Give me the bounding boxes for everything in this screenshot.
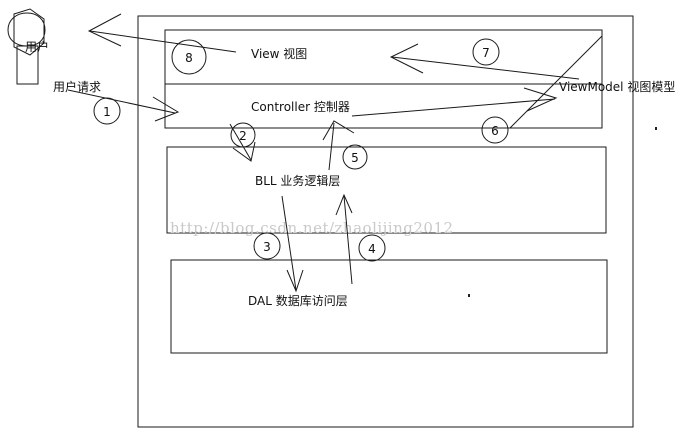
controller-label: Controller 控制器 [251,100,350,114]
step-6-number: 6 [491,124,499,138]
bll-box [166,146,607,234]
step-3-number: 3 [263,240,271,254]
outer-frame [137,15,634,428]
bll-label: BLL 业务逻辑层 [255,173,340,188]
view-controller-box [164,29,603,129]
user-request-label: 用户请求 [53,79,101,94]
step-5-marker: 5 [342,144,368,170]
dot-dal [468,294,470,297]
step-5-number: 5 [351,151,359,165]
arrow-step-3 [281,195,304,293]
arrow-step-7 [389,43,580,80]
step-7-marker: 7 [472,38,500,66]
watermark: http://blog.csdn.net/zhaolijing2012 [170,219,454,237]
arrow-step-1 [67,89,180,122]
step-2-number: 2 [239,129,247,143]
arrow-step-2 [229,123,256,162]
user-label: 用户 [25,39,49,54]
arrow-step-5 [322,120,355,171]
step-1-marker: 1 [93,97,121,125]
view-label: View 视图 [251,46,307,61]
step-3-marker: 3 [253,232,281,260]
viewmodel-label: ViewModel 视图模型 [559,79,675,94]
dot-right [655,127,657,130]
arrow-step-6 [351,87,558,117]
step-7-number: 7 [482,46,490,60]
arrow-step-4 [335,193,353,285]
user-figure-icon [7,8,46,85]
step-8-number: 8 [185,51,193,65]
step-6-marker: 6 [481,116,509,144]
step-2-marker: 2 [230,122,256,148]
dal-box [170,259,608,354]
step-1-number: 1 [103,105,111,119]
step-8-marker: 8 [171,39,207,75]
viewmodel-diagonal-line [509,35,603,129]
dal-label: DAL 数据库访问层 [248,293,348,308]
arrow-step-8 [87,13,237,53]
step-4-number: 4 [368,242,376,256]
step-4-marker: 4 [358,234,386,262]
